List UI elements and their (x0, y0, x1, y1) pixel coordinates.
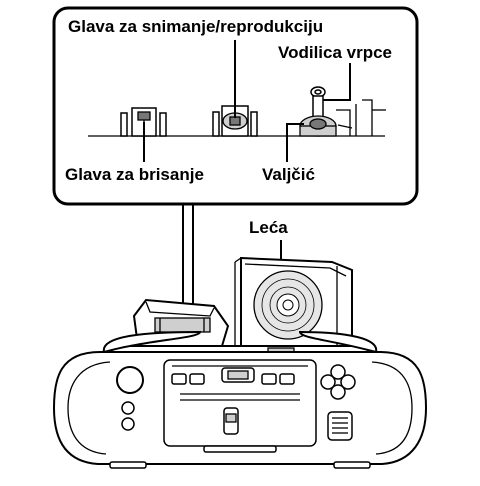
leader-pinch-roller (286, 123, 304, 162)
label-tape-guide: Vodilica vrpce (278, 43, 392, 62)
capstan-assembly (299, 86, 386, 137)
button-4[interactable] (279, 373, 295, 385)
label-record-playback-head: Glava za snimanje/reprodukciju (68, 17, 323, 36)
cd-lid (234, 256, 353, 349)
carry-handle (102, 330, 202, 354)
button-2[interactable] (189, 373, 205, 385)
label-pinch-roller: Valjčić (262, 165, 315, 184)
tape-guide-post (312, 95, 324, 119)
label-lens: Leća (249, 218, 288, 237)
right-speaker (371, 361, 413, 455)
tuning-wheel[interactable] (327, 411, 353, 441)
button-1[interactable] (171, 373, 187, 385)
mode-button-2[interactable] (121, 417, 135, 431)
button-3[interactable] (261, 373, 277, 385)
left-speaker (67, 361, 111, 455)
leader-tape-guide (323, 63, 351, 101)
tape-heads-callout: Glava za snimanje/reprodukciju Vodilica … (52, 6, 419, 340)
mode-button-1[interactable] (121, 401, 135, 415)
cd-control-pad[interactable] (320, 364, 356, 400)
label-erase-head: Glava za brisanje (65, 165, 204, 184)
boombox (52, 256, 428, 469)
volume-knob[interactable] (116, 366, 144, 394)
bottom-slot (203, 445, 277, 453)
